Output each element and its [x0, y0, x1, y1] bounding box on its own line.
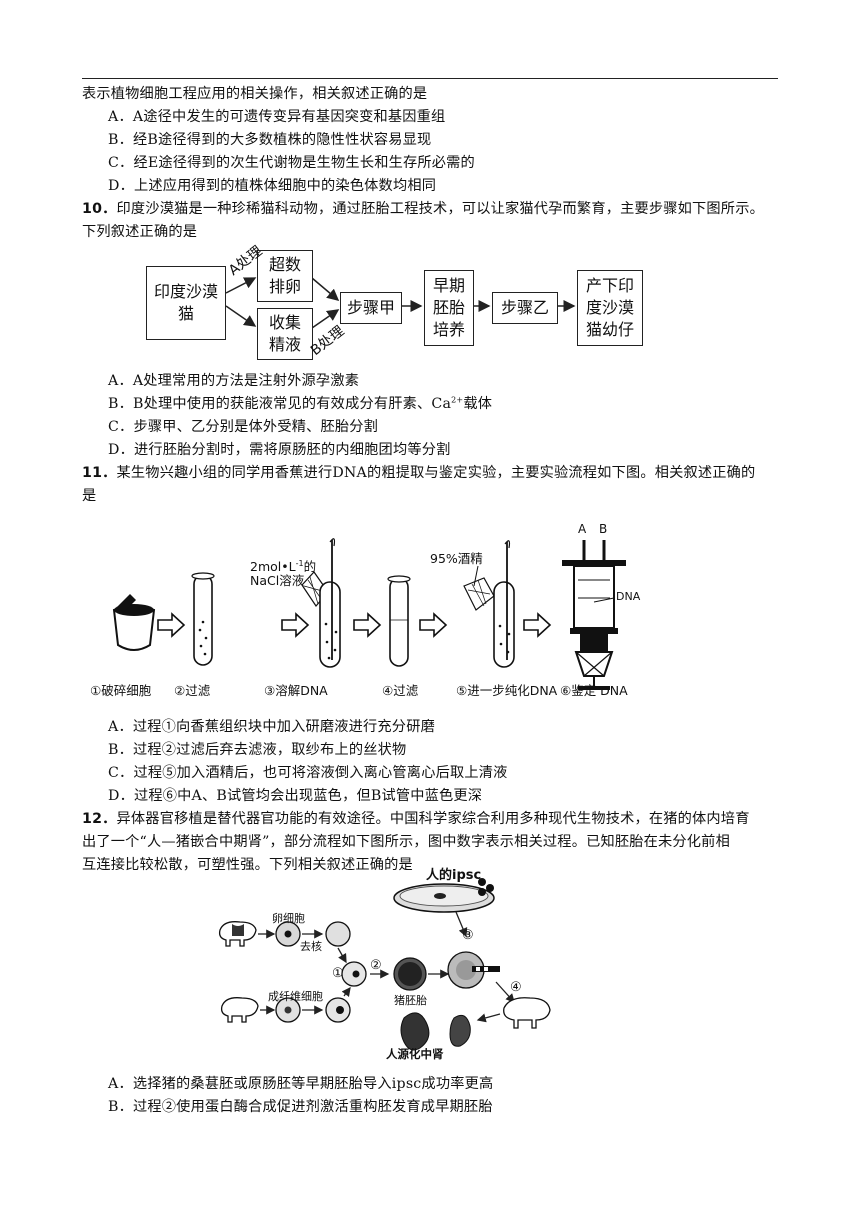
- q12-stem-line1: 12．异体器官移植是替代器官功能的有效途径。中国科学家综合利用多种现代生物技术，…: [82, 811, 750, 827]
- q10-option-b: B．B处理中使用的获能液常见的有效成分有肝素、Ca2+载体: [108, 395, 493, 412]
- step-yi-box: 步骤乙: [492, 292, 558, 324]
- enucleate-label: 去核: [300, 940, 322, 953]
- q12-stem-line2: 出了一个“人—猪嵌合中期肾”，部分流程如下图所示，图中数字表示相关过程。已知胚胎…: [82, 834, 730, 850]
- superovulation-box: 超数排卵: [257, 250, 313, 302]
- q12-chimeric-kidney-figure: 人的ipsc 卵细胞 去核 成纤维细胞 猪胚胎 人源化中肾 ① ② ③ ④: [214, 868, 558, 1064]
- step-jia-box: 步骤甲: [340, 292, 402, 324]
- q11-option-b: B．过程②过滤后弃去滤液，取纱布上的丝状物: [108, 742, 407, 758]
- header-rule: [82, 78, 778, 79]
- q10-option-a: A．A处理常用的方法是注射外源孕激素: [108, 373, 360, 389]
- q12-stem-line3: 互连接比较松散，可塑性强。下列相关叙述正确的是: [82, 857, 413, 873]
- step-4-label: ④过滤: [382, 683, 419, 698]
- q9-option-a: A．A途径中发生的可遗传变异有基因突变和基因重组: [108, 109, 446, 125]
- process-3-label: ③: [462, 928, 474, 943]
- q10-flow-diagram: 印度沙漠猫 超数排卵 收集精液 A处理 B处理 步骤甲 早期胚胎培养 步骤乙 产…: [140, 243, 650, 360]
- humanized-kidney-label: 人源化中肾: [386, 1047, 444, 1061]
- q11-figure-drawing: [112, 538, 626, 690]
- q10-stem-line1: 10．印度沙漠猫是一种珍稀猫科动物，通过胚胎工程技术，可以让家猫代孕而繁育，主要…: [82, 201, 764, 217]
- q9-option-b: B．经B途径得到的大多数植株的隐性性状容易显现: [108, 132, 432, 148]
- process-4-label: ④: [510, 980, 522, 995]
- q10-diagram-arrows: [225, 277, 576, 329]
- q11-option-d: D．过程⑥中A、B试管均会出现蓝色，但B试管中蓝色更深: [108, 788, 483, 804]
- q10-number: 10．: [82, 201, 117, 217]
- step-2-label: ②过滤: [174, 683, 211, 698]
- q9-option-d: D．上述应用得到的植株体细胞中的染色体数均相同: [108, 178, 437, 194]
- q10-option-d: D．进行胚胎分割时，需将原肠胚的内细胞团均等分割: [108, 442, 451, 458]
- pig-embryo-label: 猪胚胎: [394, 994, 427, 1007]
- alcohol-label: 95%酒精: [430, 551, 483, 566]
- q11-stem-line2: 是: [82, 488, 97, 504]
- ipsc-label: 人的ipsc: [426, 868, 482, 883]
- process-2-label: ②: [370, 958, 382, 973]
- step-1-label: ①破碎细胞: [90, 683, 152, 698]
- step-5-label: ⑤进一步纯化DNA: [456, 683, 558, 698]
- q11-option-c: C．过程⑤加入酒精后，也可将溶液倒入离心管离心后取上清液: [108, 765, 508, 781]
- offspring-box: 产下印度沙漠猫幼仔: [577, 270, 643, 346]
- tube-b-label: B: [599, 522, 608, 536]
- q11-number: 11．: [82, 465, 117, 481]
- q12-figure-drawing: [218, 878, 551, 1051]
- q12-number: 12．: [82, 811, 117, 827]
- source-cat-box: 印度沙漠猫: [146, 266, 226, 340]
- tube-a-label: A: [578, 522, 587, 536]
- egg-cell-label: 卵细胞: [272, 912, 305, 925]
- dna-label: DNA: [616, 590, 641, 603]
- step-3-label: ③溶解DNA: [264, 683, 328, 698]
- q9-stem: 表示植物细胞工程应用的相关操作，相关叙述正确的是: [82, 86, 428, 102]
- fibroblast-label: 成纤维细胞: [268, 990, 323, 1003]
- collect-semen-box: 收集精液: [257, 308, 313, 360]
- q9-option-c: C．经E途径得到的次生代谢物是生物生长和生存所必需的: [108, 155, 475, 171]
- early-embryo-culture-box: 早期胚胎培养: [424, 270, 474, 346]
- q11-option-a: A．过程①向香蕉组织块中加入研磨液进行充分研磨: [108, 719, 435, 735]
- q10-stem-line2: 下列叙述正确的是: [82, 224, 198, 240]
- q12-option-a: A．选择猪的桑葚胚或原肠胚等早期胚胎导入ipsc成功率更高: [108, 1076, 494, 1092]
- step-6-label: ⑥鉴定 DNA: [560, 683, 628, 698]
- q11-stem-line1: 11．某生物兴趣小组的同学用香蕉进行DNA的粗提取与鉴定实验，主要实验流程如下图…: [82, 465, 756, 481]
- q10-option-c: C．步骤甲、乙分别是体外受精、胚胎分割: [108, 419, 379, 435]
- process-1-label: ①: [332, 966, 344, 981]
- q12-option-b: B．过程②使用蛋白酶合成促进剂激活重构胚发育成早期胚胎: [108, 1099, 493, 1115]
